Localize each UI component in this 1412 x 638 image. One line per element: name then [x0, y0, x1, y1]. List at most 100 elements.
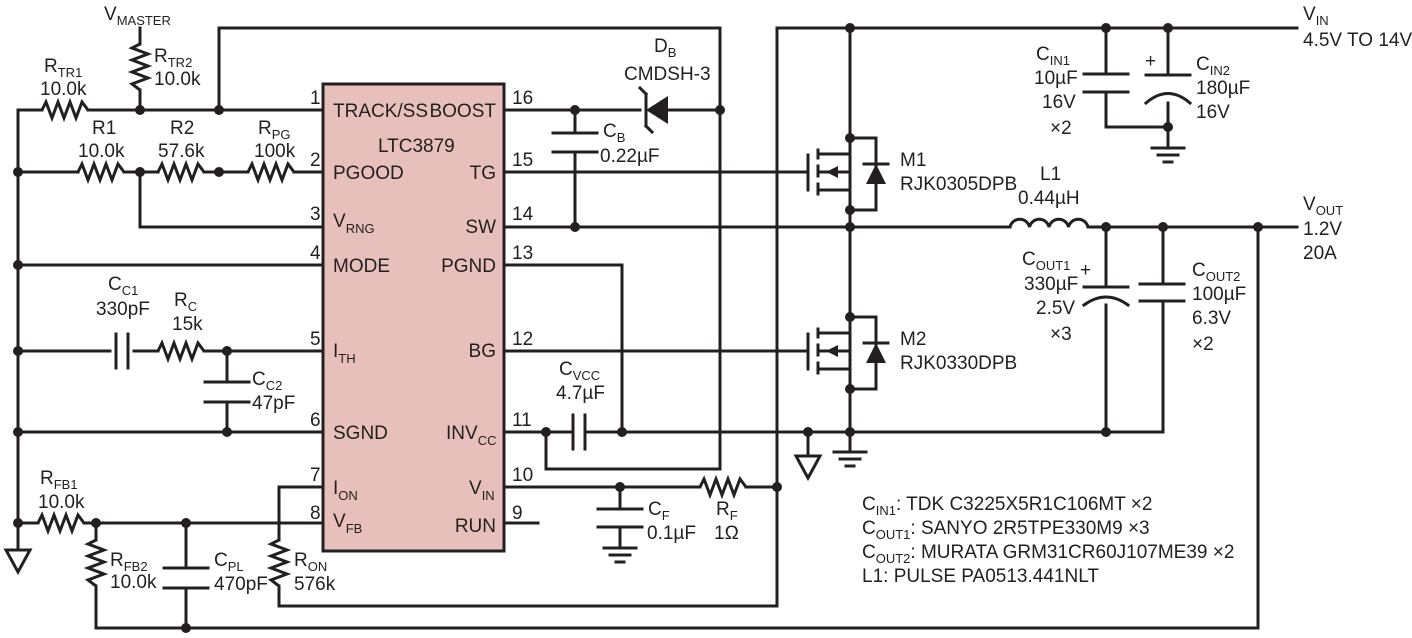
pin-2-num: 2 — [310, 150, 321, 171]
pin-10-name-sub: IN — [482, 488, 495, 503]
label-l1: L1 — [1040, 164, 1061, 185]
label-cin1-rating: 16V — [1042, 92, 1076, 113]
label-cout1: COUT1 — [1022, 249, 1070, 273]
pin-8-name: VFB — [333, 511, 362, 536]
label-vin-range: 4.5V TO 14V — [1303, 30, 1412, 51]
pin-13-name: PGND — [441, 256, 496, 277]
capacitor-cin2 — [1143, 73, 1193, 106]
ground-power — [832, 450, 868, 468]
label-cvcc-value: 4.7µF — [556, 383, 605, 404]
label-cout2: COUT2 — [1192, 260, 1240, 284]
pin-3-name-main: V — [333, 211, 346, 232]
pin-11-name: INVCC — [446, 423, 496, 448]
label-rf-value: 1Ω — [714, 523, 739, 544]
plus-cout1: + — [1080, 260, 1091, 281]
capacitor-cf — [596, 507, 644, 529]
pin-4-num: 4 — [310, 243, 321, 264]
pin-5-name-main: I — [333, 341, 338, 362]
label-m2-part: RJK0330DPB — [900, 353, 1017, 374]
ground-cf — [602, 546, 638, 564]
label-rtr2-value: 10.0k — [154, 69, 201, 90]
bom-notes: CIN1: TDK C3225X5R1C106MT ×2 COUT1: SANY… — [862, 494, 1234, 587]
resistor-rtr2 — [127, 42, 153, 92]
pin-15-name: TG — [470, 163, 496, 184]
junction-dots — [13, 23, 1263, 633]
pin-5-name: ITH — [333, 341, 356, 366]
resistor-rfb1 — [36, 510, 86, 536]
left-wires — [16, 26, 1260, 630]
pin-13-num: 13 — [512, 243, 533, 264]
resistor-rfb2 — [83, 538, 109, 588]
label-m1: M1 — [900, 150, 926, 171]
pin-11-num: 11 — [512, 410, 532, 431]
label-rc: RC — [174, 290, 197, 314]
pin-16-num: 16 — [512, 88, 533, 109]
pin-6-name: SGND — [333, 423, 388, 444]
label-cpl-value: 470pF — [214, 574, 268, 595]
pin-7-num: 7 — [310, 465, 321, 486]
label-cc1-value: 330pF — [96, 299, 150, 320]
capacitor-cvcc — [571, 413, 587, 451]
pin-8-name-main: V — [333, 511, 346, 532]
resistor-ron — [266, 538, 292, 588]
pin-5-num: 5 — [310, 329, 321, 350]
resistor-rf — [698, 474, 748, 500]
pin-5-name-sub: TH — [338, 351, 355, 366]
right-wires — [502, 26, 1299, 630]
label-cout2-rating: 6.3V — [1192, 308, 1231, 329]
pin-3-num: 3 — [310, 204, 321, 225]
pin-2-name: PGOOD — [333, 163, 404, 184]
bom-line-cout2: COUT2: MURATA GRM31CR60J107ME39 ×2 — [862, 542, 1234, 566]
resistor-rtr1 — [40, 97, 90, 123]
label-rtr1: RTR1 — [44, 56, 82, 80]
label-rpg: RPG — [258, 118, 291, 142]
label-rfb1-value: 10.0k — [38, 492, 85, 513]
label-cc1: CC1 — [108, 274, 138, 298]
pin-11-name-main: INV — [446, 423, 478, 444]
pin-14-num: 14 — [512, 204, 534, 225]
label-m2: M2 — [900, 329, 926, 350]
label-cin1-qty: ×2 — [1050, 118, 1072, 139]
label-cf-value: 0.1µF — [647, 523, 696, 544]
label-r2-value: 57.6k — [158, 141, 205, 162]
label-m1-part: RJK0305DPB — [900, 174, 1017, 195]
pin-10-name-main: V — [469, 478, 482, 499]
pin-12-name: BG — [469, 341, 496, 362]
label-cout1-qty: ×3 — [1050, 324, 1072, 345]
label-cin1: CIN1 — [1036, 44, 1070, 68]
label-cin1-value: 10µF — [1034, 68, 1078, 89]
label-cc2: CC2 — [252, 369, 282, 393]
label-rfb2: RFB2 — [110, 550, 148, 574]
label-rc-value: 15k — [172, 314, 203, 335]
label-cin2-rating: 16V — [1196, 102, 1230, 123]
resistors — [36, 42, 748, 588]
pin-10-name: VIN — [469, 478, 495, 503]
capacitor-cc2 — [203, 380, 251, 404]
mosfet-m1 — [806, 136, 890, 212]
label-rtr1-value: 10.0k — [40, 79, 87, 100]
capacitor-cout1 — [1081, 285, 1131, 308]
label-rtr2: RTR2 — [154, 46, 192, 70]
label-cout1-rating: 2.5V — [1036, 298, 1075, 319]
label-cc2-value: 47pF — [252, 393, 295, 414]
label-rfb2-value: 10.0k — [110, 572, 157, 593]
pin-1-num: 1 — [310, 88, 321, 109]
label-cout1-value: 330µF — [1024, 274, 1078, 295]
ic-body — [321, 82, 506, 553]
label-ron-value: 576k — [294, 574, 336, 595]
capacitor-cin1 — [1082, 72, 1130, 94]
capacitor-cout2 — [1138, 282, 1186, 303]
pin-8-name-sub: FB — [346, 521, 363, 536]
pin-9-name: RUN — [455, 516, 496, 537]
pin-7-name-sub: ON — [338, 488, 358, 503]
label-cin2: CIN2 — [1196, 54, 1230, 78]
plus-cin2: + — [1145, 51, 1156, 72]
bom-line-cout1: COUT1: SANYO 2R5TPE330M9 ×3 — [862, 518, 1150, 542]
label-db-value: CMDSH-3 — [624, 64, 711, 85]
bom-line-cin1: CIN1: TDK C3225X5R1C106MT ×2 — [862, 494, 1152, 518]
capacitor-cc1 — [114, 332, 130, 370]
label-vmaster: VMASTER — [104, 4, 171, 28]
capacitor-cpl — [162, 566, 210, 590]
ground-symbol-left — [3, 548, 33, 576]
label-l1-value: 0.44µH — [1018, 188, 1080, 209]
